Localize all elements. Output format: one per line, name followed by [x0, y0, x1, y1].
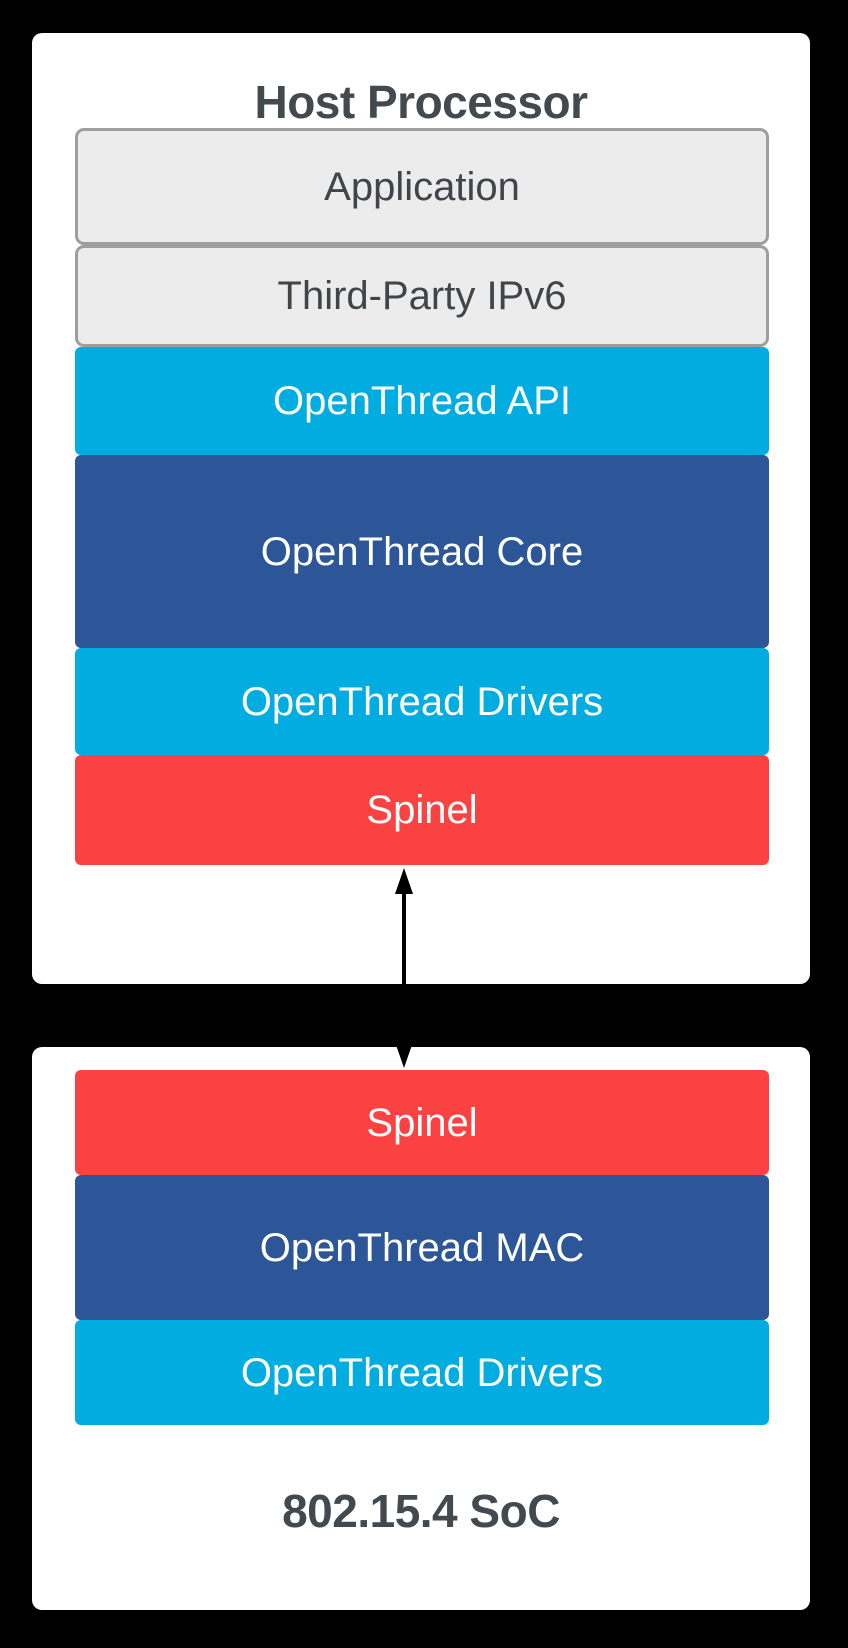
layer-openthread-api: OpenThread API: [75, 347, 769, 455]
layer-third-party-ipv6: Third-Party IPv6: [75, 245, 769, 347]
layer-application: Application: [75, 128, 769, 245]
soc-title: 802.15.4 SoC: [282, 1485, 560, 1537]
spinel-link-double-arrow-icon: [395, 868, 413, 1068]
layer-openthread-mac: OpenThread MAC: [75, 1175, 769, 1320]
panel-gap-band: [0, 984, 848, 1047]
layer-third-party-ipv6-label: Third-Party IPv6: [277, 274, 567, 318]
layer-application-label: Application: [324, 164, 520, 209]
soc-layer-stack: Spinel OpenThread MAC OpenThread Drivers: [75, 1070, 769, 1425]
layer-spinel-soc: Spinel: [75, 1070, 769, 1175]
layer-openthread-drivers-soc-label: OpenThread Drivers: [240, 1350, 604, 1395]
host-processor-title: Host Processor: [254, 76, 588, 128]
layer-openthread-drivers-soc: OpenThread Drivers: [75, 1320, 769, 1425]
layer-openthread-mac-label: OpenThread MAC: [259, 1225, 585, 1270]
layer-openthread-drivers-host-label: OpenThread Drivers: [240, 679, 604, 724]
host-processor-layer-stack: Application Third-Party IPv6 OpenThread …: [75, 128, 769, 865]
layer-openthread-drivers-host: OpenThread Drivers: [75, 648, 769, 755]
layer-openthread-core: OpenThread Core: [75, 455, 769, 648]
layer-openthread-core-label: OpenThread Core: [260, 529, 584, 574]
layer-spinel-host: Spinel: [75, 755, 769, 865]
host-processor-panel: Host Processor Application Third-Party I…: [32, 33, 810, 984]
soc-panel: Spinel OpenThread MAC OpenThread Drivers…: [32, 1047, 810, 1610]
layer-spinel-host-label: Spinel: [366, 788, 478, 832]
layer-openthread-api-label: OpenThread API: [273, 379, 571, 423]
layer-spinel-soc-label: Spinel: [366, 1100, 478, 1145]
